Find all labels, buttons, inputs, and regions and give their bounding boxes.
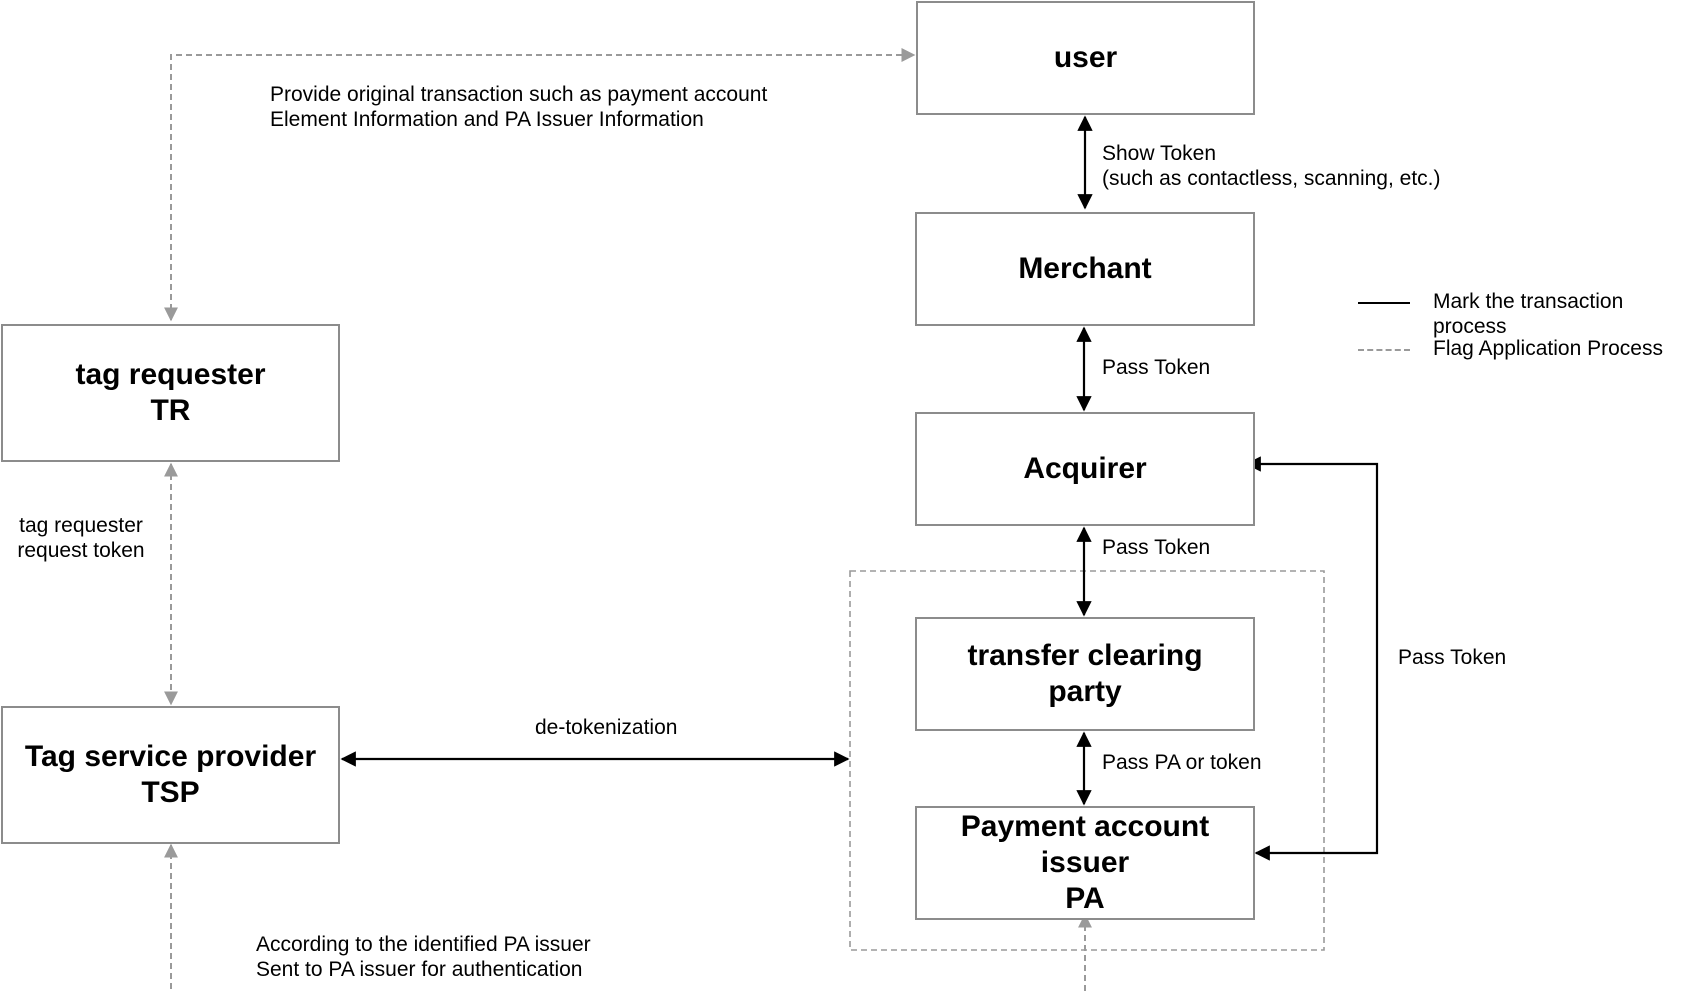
merchant-label: Merchant: [1018, 252, 1152, 285]
acquirer-label: Acquirer: [1023, 452, 1147, 485]
pass-token-label-acquirer-pa: Pass Token: [1398, 646, 1507, 669]
pass-token-label-merchant-acquirer: Pass Token: [1102, 356, 1211, 379]
legend-dashed-label: Flag Application Process: [1433, 337, 1663, 360]
user-box: user: [916, 1, 1255, 115]
tag-requester-box: tag requester TR: [1, 324, 340, 462]
pass-token-label-acquirer-clearing: Pass Token: [1102, 536, 1211, 559]
tag-service-provider-label: Tag service provider TSP: [24, 740, 317, 809]
clearing-issuer-group-frame: [849, 570, 1325, 951]
tag-requester-request-token-label: tag requester request token: [17, 514, 145, 562]
transfer-clearing-party-box: transfer clearing party: [915, 617, 1255, 731]
transfer-clearing-party-label: transfer clearing party: [967, 639, 1203, 708]
identified-pa-issuer-label: According to the identified PA issuer Se…: [256, 933, 591, 981]
user-label: user: [1053, 41, 1118, 74]
arrow-acquirer-pa: [1245, 456, 1379, 861]
show-token-label: Show Token (such as contactless, scannin…: [1102, 142, 1441, 190]
tag-requester-label: tag requester TR: [75, 358, 266, 427]
payment-account-issuer-label: Payment account issuer PA: [960, 810, 1210, 915]
legend-solid-line-sample: [1358, 302, 1410, 304]
acquirer-box: Acquirer: [915, 412, 1255, 526]
arrow-tr-user: [164, 48, 916, 322]
tag-service-provider-box: Tag service provider TSP: [1, 706, 340, 844]
arrow-pa-tsp: [164, 843, 1092, 993]
provide-original-transaction-label: Provide original transaction such as pay…: [270, 83, 768, 131]
legend-solid-label: Mark the transaction process: [1433, 290, 1624, 338]
payment-account-issuer-box: Payment account issuer PA: [915, 806, 1255, 920]
pass-pa-or-token-label: Pass PA or token: [1102, 751, 1262, 774]
merchant-box: Merchant: [915, 212, 1255, 326]
de-tokenization-label: de-tokenization: [535, 716, 678, 739]
legend-dashed-line-sample: [1358, 349, 1410, 351]
